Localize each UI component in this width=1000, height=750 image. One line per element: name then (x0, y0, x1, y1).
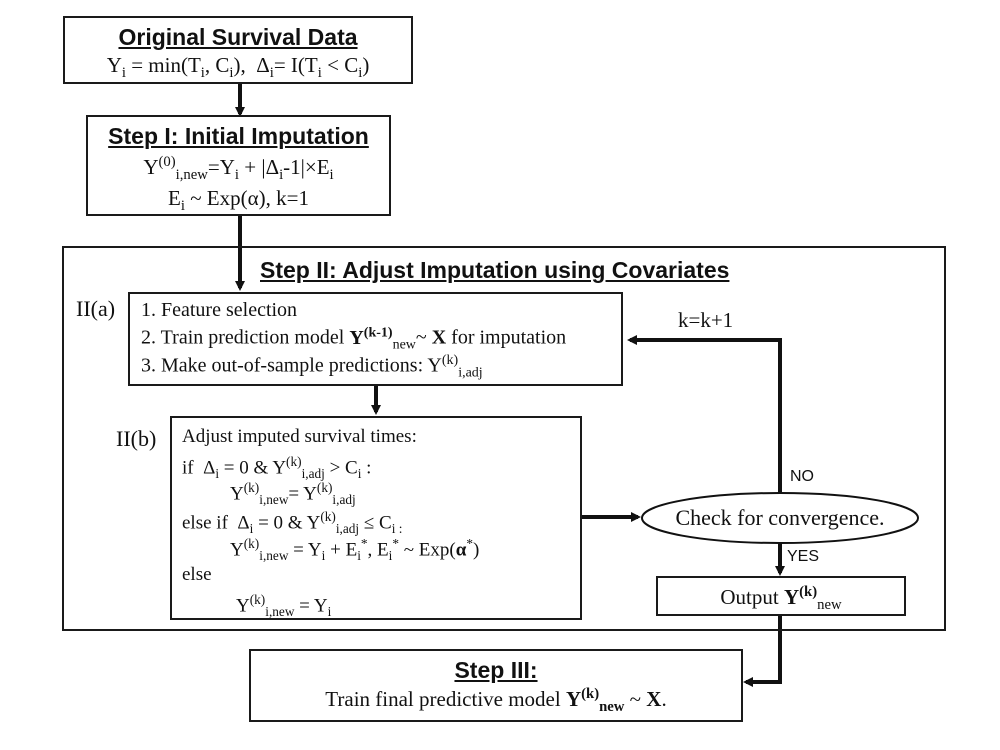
step1-distribution: Ei ~ Exp(α), k=1 (168, 186, 309, 215)
step3-title: Step III: (454, 657, 538, 683)
loop-label: k=k+1 (678, 308, 734, 332)
assign-if: Y(k)i,new= Y(k)i,adj (230, 480, 356, 508)
step3-box: Step III: Train final predictive model Y… (249, 649, 743, 722)
original-formula: Yi = min(Ti, Ci), Δi= I(Ti < Ci) (106, 53, 370, 82)
condition-elseif: else if Δi = 0 & Y(k)i,adj ≤ Ci : (182, 509, 403, 537)
output-box: Output Y(k)new (656, 576, 906, 616)
yes-label: YES (787, 548, 820, 565)
predictions-item: 3. Make out-of-sample predictions: Y(k)i… (141, 353, 483, 381)
step2a-label: II(a) (76, 296, 116, 321)
step1-box: Step I: Initial Imputation Y(0)i,new=Yi … (86, 115, 391, 216)
check-convergence-label: Check for convergence. (675, 505, 885, 530)
step2b-box: Adjust imputed survival times: if Δi = 0… (170, 416, 582, 620)
arrow-loop-back (627, 335, 782, 494)
step2-title: Step II: Adjust Imputation using Covaria… (260, 257, 730, 283)
step1-formula: Y(0)i,new=Yi + |Δi-1|×Ei (143, 154, 334, 184)
condition-else: else (182, 564, 212, 585)
train-model-item: 2. Train prediction model Y(k-1)new~ X f… (141, 325, 567, 353)
step2a-box: 1. Feature selection 2. Train prediction… (128, 292, 623, 386)
step3-text: Train final predictive model Y(k)new ~ X… (325, 686, 667, 716)
adjust-heading: Adjust imputed survival times: (182, 426, 417, 447)
output-label: Output Y(k)new (720, 584, 842, 614)
feature-selection-item: 1. Feature selection (141, 299, 298, 321)
convergence-ellipse (641, 492, 919, 544)
assign-else: Y(k)i,new = Yi (236, 592, 332, 620)
no-label: NO (790, 468, 814, 485)
original-title: Original Survival Data (118, 24, 358, 50)
assign-elseif: Y(k)i,new = Yi + Ei*, Ei* ~ Exp(α*) (230, 536, 480, 564)
arrow-output-to-step3 (743, 615, 782, 687)
original-data-box: Original Survival Data Yi = min(Ti, Ci),… (63, 16, 413, 84)
condition-if: if Δi = 0 & Y(k)i,adj > Ci : (182, 454, 372, 482)
step2b-label: II(b) (116, 426, 157, 451)
step1-title: Step I: Initial Imputation (108, 123, 369, 149)
step2-frame (62, 246, 946, 631)
